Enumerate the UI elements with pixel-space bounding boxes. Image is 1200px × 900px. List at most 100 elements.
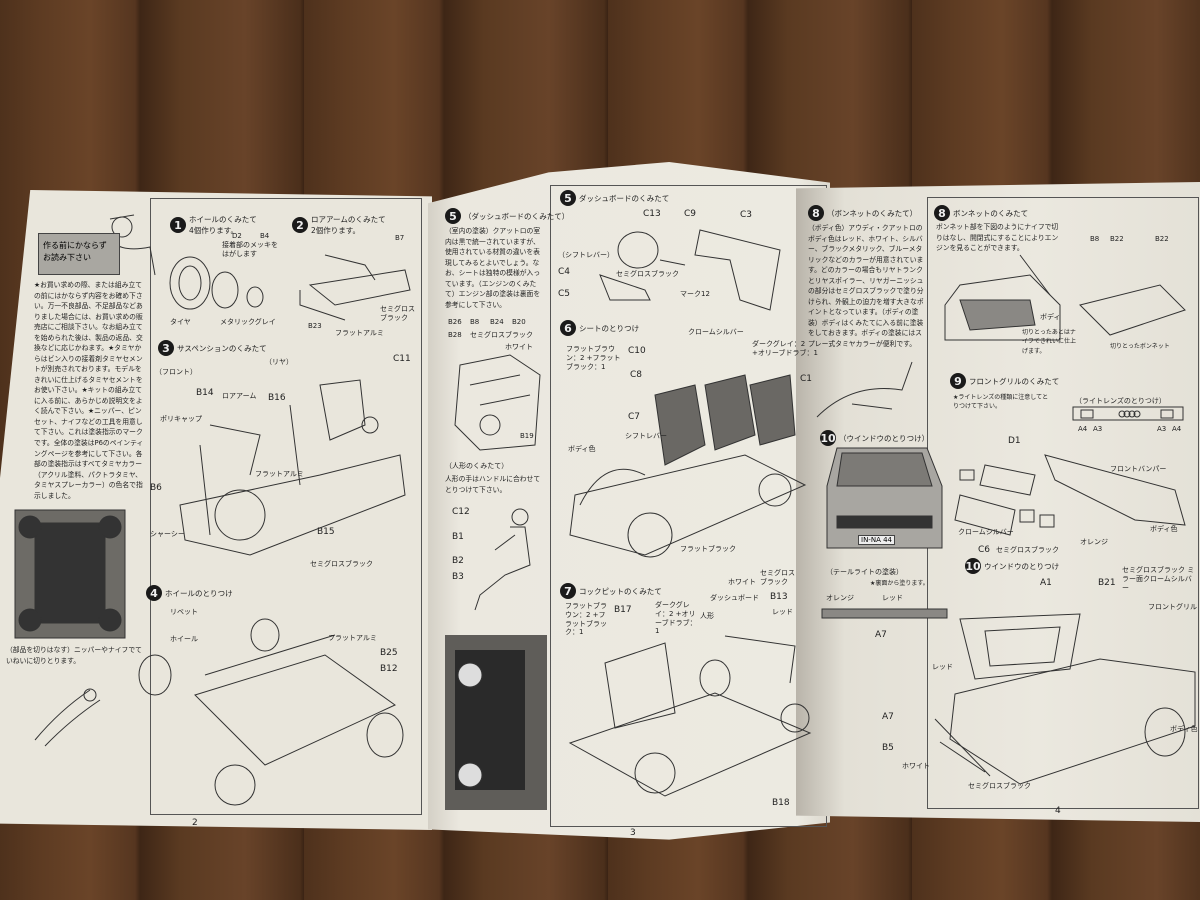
part-label: A1	[1040, 578, 1052, 588]
part-label: D2	[232, 232, 242, 240]
part-label: B1	[452, 532, 464, 542]
paint-label: ダークグレイ：2 +オリーブドラブ：1	[655, 601, 697, 636]
part-label: A4	[1172, 425, 1182, 433]
page-number: 4	[1055, 806, 1061, 816]
lower-arm-diagram	[299, 254, 411, 321]
paint-label: ダークグレイ：2 +オリーブドラブ：1	[752, 340, 818, 357]
step-5-note-heading: 5（ダッシュボードのくみたて）	[445, 208, 569, 224]
steps-frame-page-2	[150, 198, 422, 815]
interior-paint-text: （室内の塗装）クアットロの室内は黒で統一されていますが、使用されている材質の違い…	[445, 227, 541, 309]
plating-removal-note: 接着部のメッキをはがします	[222, 241, 278, 258]
seat-chassis-diagram	[569, 374, 807, 558]
paint-label: ボディ色	[1150, 525, 1178, 533]
page-number: 3	[630, 828, 636, 838]
paint-label: ホワイト	[902, 762, 930, 770]
car-front-photo	[826, 447, 943, 549]
spray-illustration	[816, 361, 913, 418]
part-label: B3	[452, 572, 464, 582]
window-body-diagram	[934, 613, 1196, 785]
driver-figure	[474, 508, 531, 611]
part-label: B8	[1090, 235, 1100, 243]
part-label: 人形	[700, 612, 714, 620]
paint-label: オレンジ	[826, 594, 854, 602]
part-label: C13	[643, 209, 661, 219]
license-plate: IN-NA 44	[858, 535, 895, 545]
part-label: B6	[150, 483, 162, 493]
part-label: C9	[684, 209, 697, 219]
paint-label: ボディ色	[1170, 725, 1198, 733]
intro-text: ★お買い求めの際、または組み立ての前にはかならず内容をお確め下さい。万一不良部品…	[34, 281, 144, 500]
paint-label: セミグロスブラック	[968, 782, 1031, 790]
part-label: ロアアーム	[222, 392, 257, 400]
cut-note: （部品を切りはなす）ニッパーやナイフでていねいに切りとります。	[6, 646, 142, 665]
paint-label: フラットブラック	[680, 545, 736, 553]
light-lens-diagram	[1072, 406, 1184, 421]
decal-label: マーク12	[680, 290, 710, 298]
part-label: B22	[1110, 235, 1124, 243]
part-label: A7	[882, 712, 894, 722]
part-label: A4	[1078, 425, 1088, 433]
part-label: D1	[1008, 436, 1021, 446]
cockpit-diagram	[568, 635, 812, 797]
paint-label: セミグロスブラック	[380, 305, 415, 322]
paint-label: ボディ色	[568, 445, 596, 453]
part-label: ホイール	[170, 635, 198, 643]
paint-label: セミグロスブラック	[310, 560, 373, 568]
paint-label: クロームシルバー	[958, 528, 1014, 536]
bonnet-note: ボンネット部を下図のようにナイフで切りはなし、開閉式にすることによりエンジンを見…	[936, 223, 1059, 253]
paint-label: セミグロスブラック ミラー面クロームシルバー	[1122, 566, 1195, 592]
part-label: B22	[1155, 235, 1169, 243]
figure-heading: （人形のくみたて）	[445, 462, 509, 470]
part-label: C5	[558, 289, 571, 299]
part-label: C4	[558, 267, 571, 277]
suspension-diagram	[179, 379, 406, 556]
page-number: 2	[192, 818, 198, 828]
part-label: B15	[317, 527, 335, 537]
part-label: C10	[628, 346, 646, 356]
part-label: ダッシュボード	[710, 594, 759, 602]
note: ★裏面から塗ります。	[870, 580, 929, 587]
part-label: B13	[770, 592, 788, 602]
step-8-note-heading: 8（ボンネットのくみたて）	[808, 205, 917, 221]
lens-note: ★ライトレンズの種類に注意してとりつけて下さい。	[953, 394, 1049, 411]
part-label: B18	[772, 798, 790, 808]
part-label: C7	[628, 412, 641, 422]
part-label: B17	[614, 605, 632, 615]
part-label: B2	[452, 556, 464, 566]
figure-note: 人形の手はハンドルに合わせてとりつけて下さい。	[445, 475, 541, 494]
part-label: B14	[196, 388, 214, 398]
part-label: B8	[470, 318, 480, 326]
part-label: B7	[395, 234, 405, 242]
section-label: （フロント）	[155, 368, 197, 376]
part-label: B24	[490, 318, 504, 326]
section-label: （リヤ）	[265, 358, 293, 366]
paint-label: フラットアルミ	[335, 329, 384, 337]
paint-label: セミグロスブラック	[470, 331, 533, 339]
part-label: B19	[520, 432, 534, 440]
part-label: リベット	[170, 608, 198, 616]
part-label: ポリキャップ	[160, 415, 202, 423]
part-label: 切りとったボンネット	[1110, 343, 1170, 350]
paint-label: セミグロスブラック	[996, 546, 1059, 554]
dashboard-diagram	[599, 229, 781, 311]
paint-label: フラットブラウン：2 +フラットブラック：1	[566, 345, 621, 371]
paint-label: クロームシルバー	[688, 328, 744, 336]
section-label: （ライトレンズのとりつけ）	[1075, 397, 1166, 405]
note: 切りとったあとはナイフできれいに仕上げます。	[1022, 329, 1077, 355]
part-label: B20	[512, 318, 526, 326]
wheel-diagram	[169, 256, 264, 310]
bonnet-cut-diagram	[944, 254, 1186, 341]
part-label: C1	[800, 374, 813, 384]
tail-light-diagram	[821, 608, 948, 619]
part-label: C12	[452, 507, 470, 517]
part-label: タイヤ	[170, 318, 191, 326]
intro-sign: 作る前にかならず お読み下さい	[38, 233, 120, 275]
